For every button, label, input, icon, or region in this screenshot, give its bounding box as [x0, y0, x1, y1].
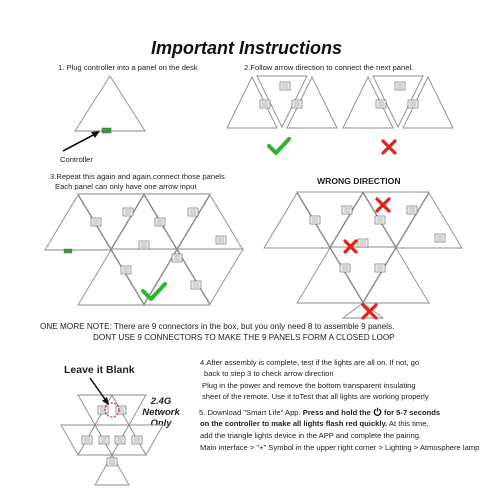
step5-prefix: 5. Download "Smart Life" App.	[199, 408, 301, 417]
check-icon	[141, 282, 167, 301]
step2-correct	[226, 75, 338, 155]
cross-icon	[343, 239, 358, 254]
cross-icon	[375, 197, 391, 213]
step5-line2-rest: At this time,	[388, 419, 429, 428]
step5-line1: 5. Download "Smart Life" App. Press and …	[199, 407, 440, 418]
controller-plug	[101, 127, 112, 134]
step3-text-line1: 3.Repeat this again and again,connect th…	[50, 172, 225, 181]
power-icon	[373, 407, 382, 418]
step4-line4: sheet of the remote. Use it toTest that …	[202, 392, 429, 401]
step4-line3: Plug in the power and remove the bottom …	[202, 381, 416, 390]
dashed-circle-icon	[104, 402, 120, 418]
check-icon	[267, 137, 291, 155]
cross-icon	[361, 303, 378, 320]
controller-label: Controller	[60, 155, 93, 164]
step2-wrong	[342, 75, 454, 155]
note-line1: ONE MORE NOTE: There are 9 connectors in…	[40, 322, 395, 331]
network-line3: Only	[150, 418, 172, 429]
wrong-direction-assembly	[263, 191, 463, 320]
step4-line2: back to step 3 to check arrow direction	[204, 369, 334, 378]
arrow-icon	[89, 377, 108, 403]
step5-line2-bold: on the controller to make all lights fla…	[200, 419, 388, 428]
step5-line3: add the triangle lights device in the AP…	[200, 431, 422, 440]
step5-line2: on the controller to make all lights fla…	[200, 419, 429, 428]
network-line1: 2.4G	[150, 396, 172, 407]
hexagon-assembly	[60, 377, 164, 486]
page-title: Important Instructions	[150, 38, 342, 58]
step3-text-line2: Each panel can only have one arrow input	[55, 182, 197, 191]
network-label: 2.4G Network Only	[136, 396, 186, 429]
step2-text: 2.Follow arrow direction to connect the …	[244, 63, 414, 72]
arrow-icon	[62, 132, 98, 152]
wrong-direction-heading: WRONG DIRECTION	[317, 176, 401, 186]
step5-bold2: for 5-7 seconds	[383, 408, 441, 417]
step5-bold1: Press and hold the	[302, 408, 371, 417]
step3-assembly	[44, 193, 244, 306]
step1-panel	[62, 75, 146, 152]
cross-icon	[381, 139, 397, 155]
leave-blank-label: Leave it Blank	[64, 364, 135, 376]
network-line2: Network	[142, 407, 180, 418]
step4-line1: 4.After assembly is complete, test if th…	[200, 358, 420, 367]
step1-text: 1. Plug controller into a panel on the d…	[58, 63, 198, 72]
note-line2: DONT USE 9 CONNECTORS TO MAKE THE 9 PANE…	[93, 333, 395, 342]
step5-line4: Main interface > "+" Symbol in the upper…	[200, 443, 480, 452]
